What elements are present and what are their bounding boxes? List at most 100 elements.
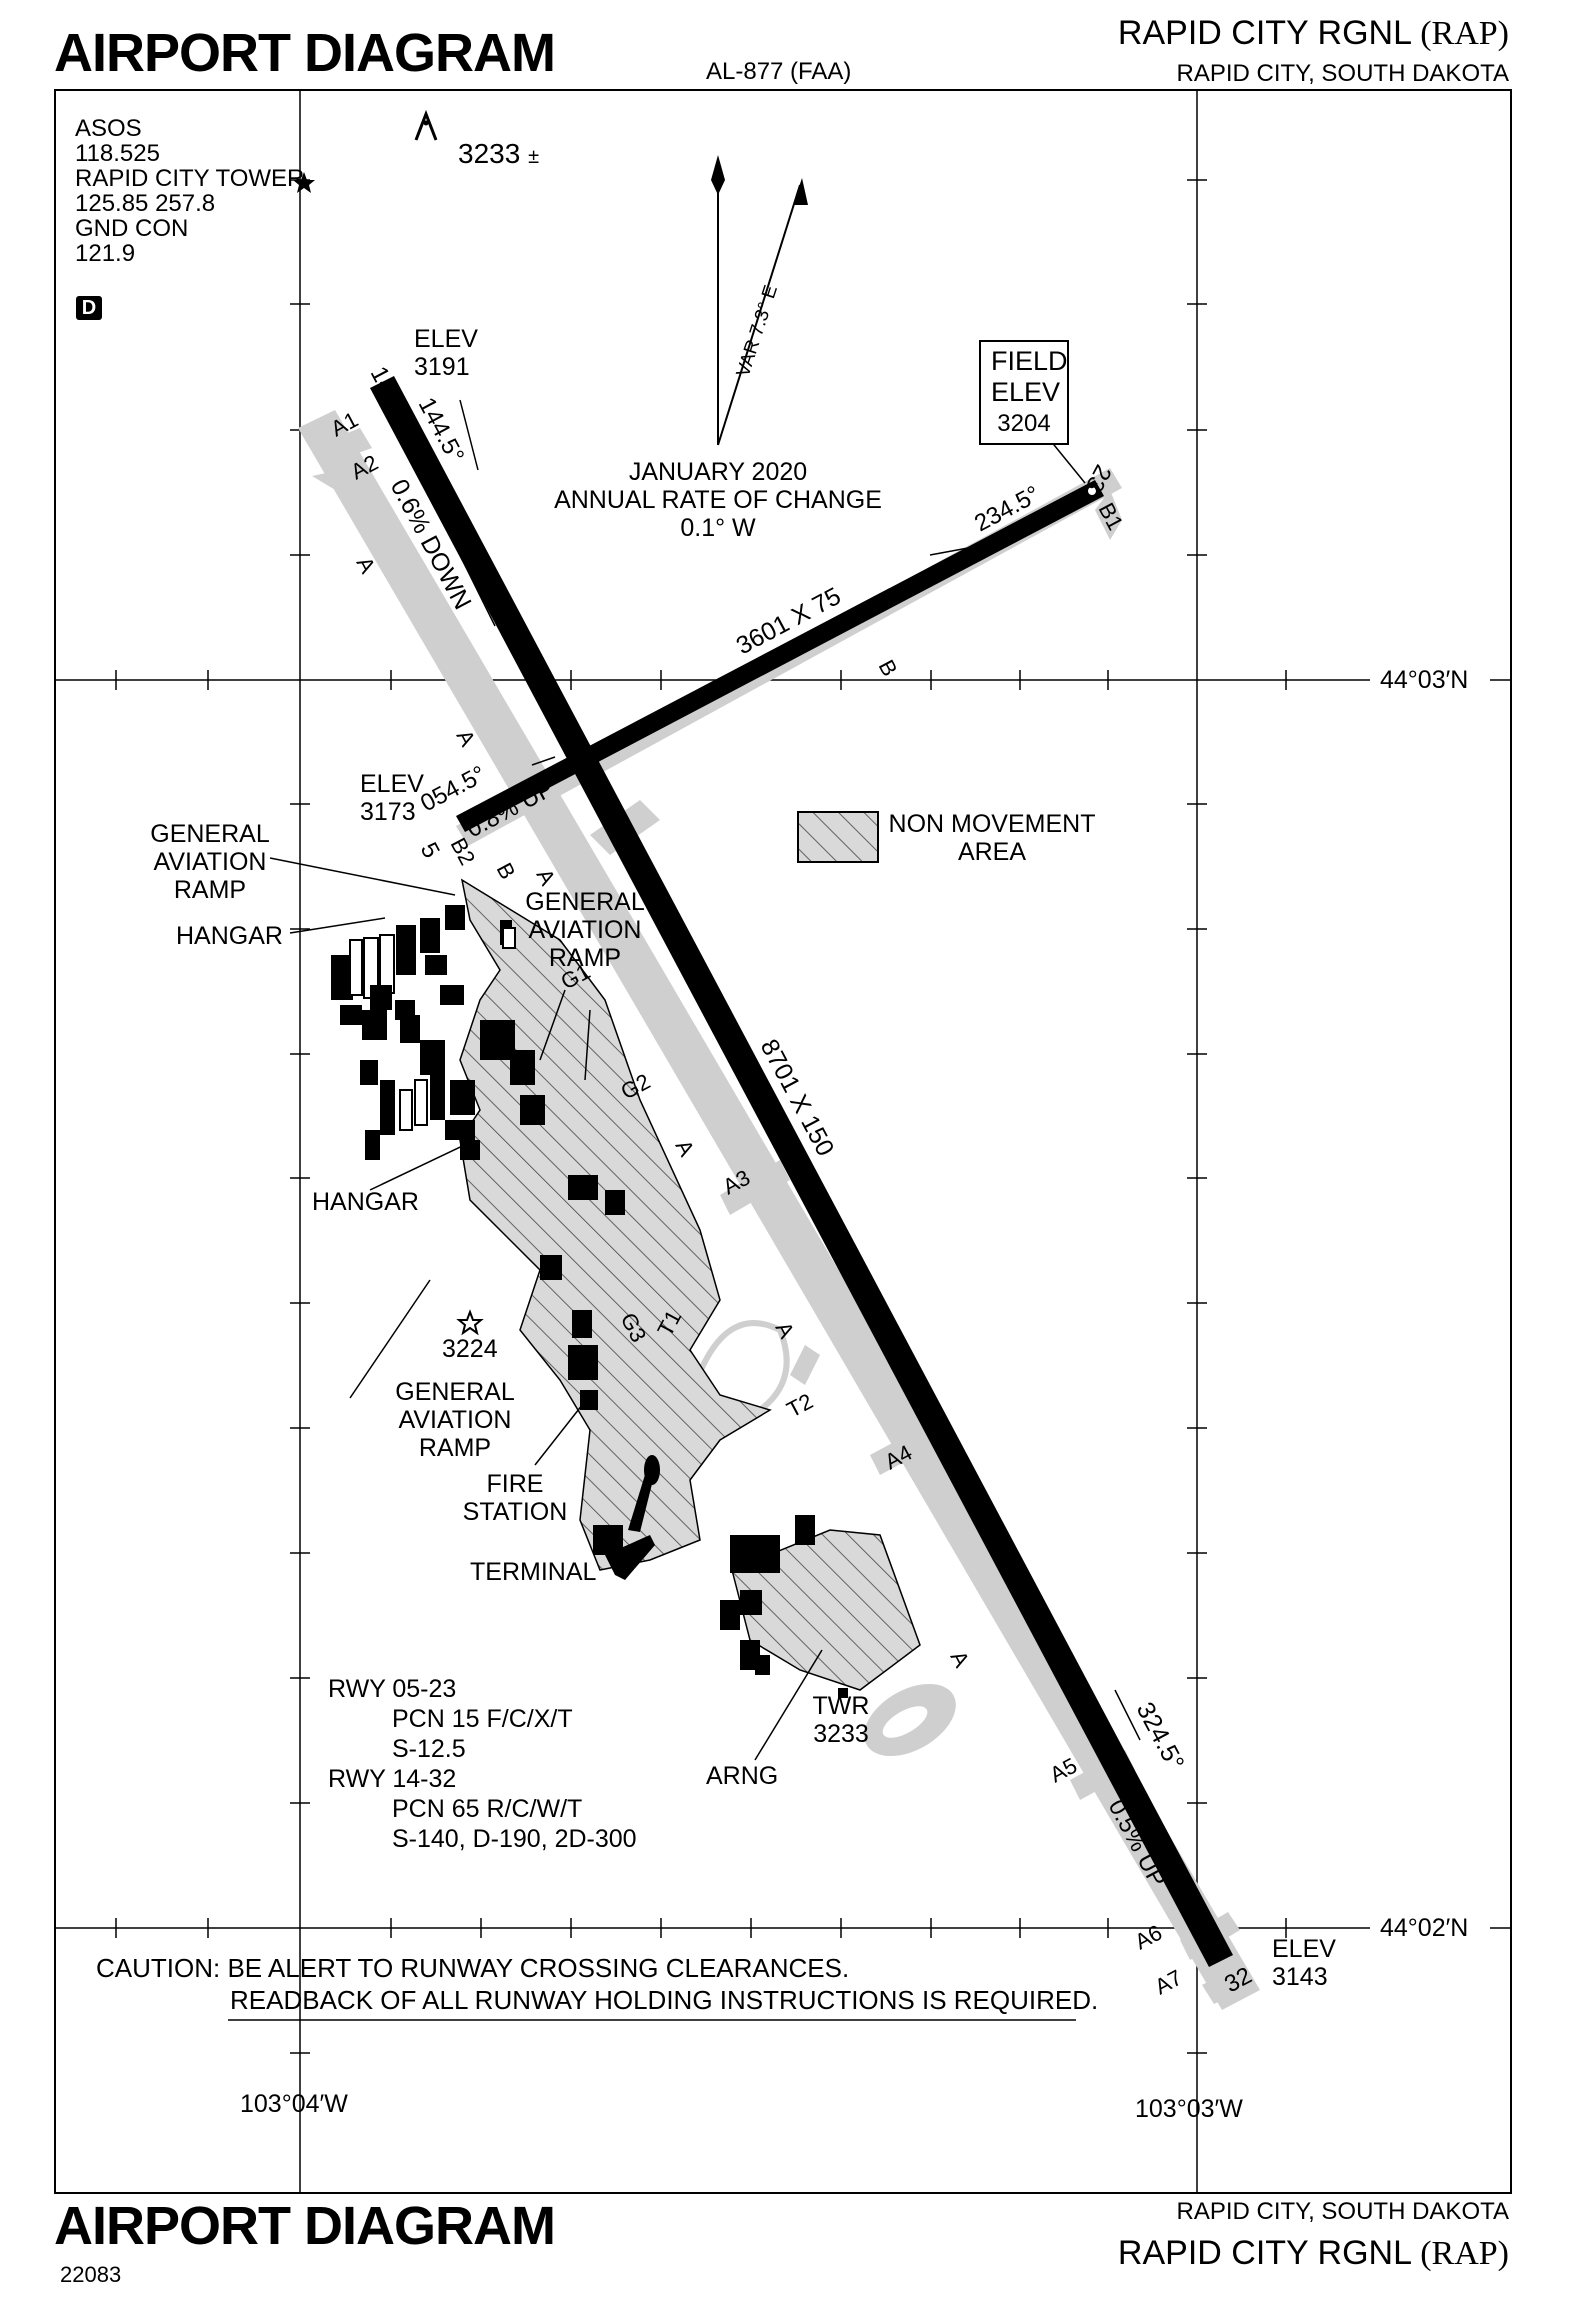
beacon-elevation: 3224 <box>442 1335 498 1363</box>
latitude-north: 44°03′N <box>1380 666 1469 694</box>
obstacle-icon <box>414 109 438 141</box>
field-elev-value: 3204 <box>997 410 1051 437</box>
ga-ramp-label-west: GENERAL AVIATION RAMP <box>150 820 270 904</box>
frequency-block: ASOS 118.525 RAPID CITY TOWER 125.85 257… <box>75 116 304 266</box>
fire-station-line1: FIRE <box>486 1470 544 1498</box>
ga-ramp-west-line2: AVIATION <box>153 848 267 876</box>
ga-ramp-west-line3: RAMP <box>173 876 247 904</box>
non-movement-legend: NON MOVEMENT AREA <box>882 810 1102 866</box>
leader-lines <box>269 399 1086 1761</box>
rwy14-elevation: ELEV 3191 <box>414 325 478 381</box>
ga-buildings <box>331 905 625 1410</box>
taxiway-a-label-4: A <box>671 1136 700 1161</box>
page-title: AIRPORT DIAGRAM <box>54 23 556 83</box>
rwy32-elev-label: ELEV <box>1272 1935 1336 1963</box>
rwy-0523-pcn: PCN 15 F/C/X/T <box>392 1705 573 1733</box>
field-elevation-box: FIELD ELEV 3204 <box>979 340 1069 445</box>
tower-label: RAPID CITY TOWER <box>75 165 305 192</box>
rwy32-elev-value: 3143 <box>1272 1963 1328 1991</box>
footer-airport-name-text: RAPID CITY RGNL <box>1117 2234 1411 2272</box>
footer-cycle: 22083 <box>60 2262 122 2287</box>
caution-line1: CAUTION: BE ALERT TO RUNWAY CROSSING CLE… <box>96 1953 850 1983</box>
ga-ramp-label-center: GENERAL AVIATION RAMP <box>520 888 650 972</box>
ground-label: GND CON <box>75 215 189 242</box>
taxiway-b-label-2: B <box>492 859 521 884</box>
ga-ramp-center-line2: AVIATION <box>528 916 642 944</box>
rwy-1432-title: RWY 14-32 <box>328 1765 457 1793</box>
tower-marker <box>838 1688 848 1698</box>
ga-ramp-center-line3: RAMP <box>548 944 622 972</box>
chart-id: AL-877 (FAA) <box>706 58 852 85</box>
runway-info-block: RWY 05-23 PCN 15 F/C/X/T S-12.5 RWY 14-3… <box>328 1674 637 1854</box>
fuel-icon <box>502 927 516 949</box>
arng-label: ARNG <box>706 1762 779 1790</box>
caution-note: CAUTION: BE ALERT TO RUNWAY CROSSING CLE… <box>96 1952 1098 2016</box>
obstacle-elevation: 3233 ± <box>458 140 539 171</box>
taxiway-a-label-6: A <box>946 1647 975 1672</box>
airspace-d-badge: D <box>76 296 102 320</box>
magnetic-change-note: JANUARY 2020 ANNUAL RATE OF CHANGE 0.1° … <box>548 458 888 542</box>
terminal-apron-hatched <box>459 878 772 1571</box>
longitude-west: 103°04′W <box>240 2090 348 2118</box>
asos-label: ASOS <box>75 115 142 142</box>
ground-frequency: 121.9 <box>75 240 136 267</box>
footer-city-state: RAPID CITY, SOUTH DAKOTA <box>1176 2198 1510 2225</box>
airport-name-text: RAPID CITY RGNL <box>1117 14 1411 52</box>
rwy-0523-strength: S-12.5 <box>392 1735 466 1763</box>
rwy-0523-title: RWY 05-23 <box>328 1675 457 1703</box>
obstacle-elevation-suffix: ± <box>528 146 540 168</box>
bearing-arrows <box>454 544 1141 1741</box>
rwy32-bearing: 324.5° <box>1131 1698 1190 1775</box>
rwy05-elev-value: 3173 <box>360 798 416 826</box>
field-elev-line2: ELEV <box>991 377 1061 407</box>
ga-ramp-center-line1: GENERAL <box>525 888 645 916</box>
taxiway-a7-label: A7 <box>1151 1965 1187 2000</box>
rwy-1432-strength: S-140, D-190, 2D-300 <box>392 1825 637 1853</box>
airport-name-header: RAPID CITY RGNL (RAP) <box>1118 14 1509 53</box>
tower-star-icon <box>293 172 315 193</box>
north-arrow-icon <box>711 155 725 445</box>
magnetic-rate-value: 0.1° W <box>680 514 756 542</box>
magnetic-arrow-icon <box>717 178 808 446</box>
rwy05-elevation: ELEV 3173 <box>360 770 424 826</box>
runway-14-32 <box>370 376 1233 1967</box>
map-frame <box>54 89 1512 2194</box>
ga-ramp-west-line1: GENERAL <box>150 820 270 848</box>
fire-station-label: FIRE STATION <box>460 1470 570 1526</box>
longitude-east: 103°03′W <box>1135 2095 1243 2123</box>
hangar-label-north: HANGAR <box>176 922 283 950</box>
ga-ramp-south-line1: GENERAL <box>395 1378 515 1406</box>
fire-station-line2: STATION <box>462 1498 568 1526</box>
footer-airport-name: RAPID CITY RGNL (RAP) <box>1118 2234 1509 2273</box>
beacon-star-icon <box>456 1309 484 1336</box>
rwy05-elev-label: ELEV <box>360 770 424 798</box>
footer-airport-code: (RAP) <box>1420 2235 1509 2272</box>
runway-05-23 <box>456 480 1104 832</box>
rwy05-number: 5 <box>415 838 445 862</box>
tower-label: TWR 3233 <box>796 1692 886 1748</box>
arng-buildings <box>720 1515 815 1675</box>
taxiway-a-label-2: A <box>452 726 481 751</box>
airport-code: (RAP) <box>1420 15 1509 52</box>
hangar-label-south: HANGAR <box>312 1188 419 1216</box>
rwy14-elev-value: 3191 <box>414 353 470 381</box>
taxiway-a-label-3: A <box>532 865 561 890</box>
rwy-1432-pcn: PCN 65 R/C/W/T <box>392 1795 583 1823</box>
magnetic-date: JANUARY 2020 <box>628 458 808 486</box>
tower-label-text: TWR <box>812 1692 870 1720</box>
non-movement-line1: NON MOVEMENT <box>888 810 1096 838</box>
asos-frequency: 118.525 <box>75 140 160 167</box>
obstacle-elevation-value: 3233 <box>458 138 521 169</box>
taxiway-a6-label: A6 <box>1131 1920 1167 1955</box>
terminal-label: TERMINAL <box>470 1558 597 1586</box>
taxiway-a-label-1: A <box>352 553 381 578</box>
rwy14-elev-label: ELEV <box>414 325 478 353</box>
ga-ramp-south-line3: RAMP <box>418 1434 492 1462</box>
non-movement-line2: AREA <box>957 838 1027 866</box>
terminal-building <box>593 1455 660 1580</box>
latitude-south: 44°02′N <box>1380 1914 1469 1942</box>
tower-frequency: 125.85 257.8 <box>75 190 216 217</box>
magnetic-rate-label: ANNUAL RATE OF CHANGE <box>554 486 882 514</box>
city-state-header: RAPID CITY, SOUTH DAKOTA <box>1176 60 1510 87</box>
ga-ramp-label-south: GENERAL AVIATION RAMP <box>390 1378 520 1462</box>
